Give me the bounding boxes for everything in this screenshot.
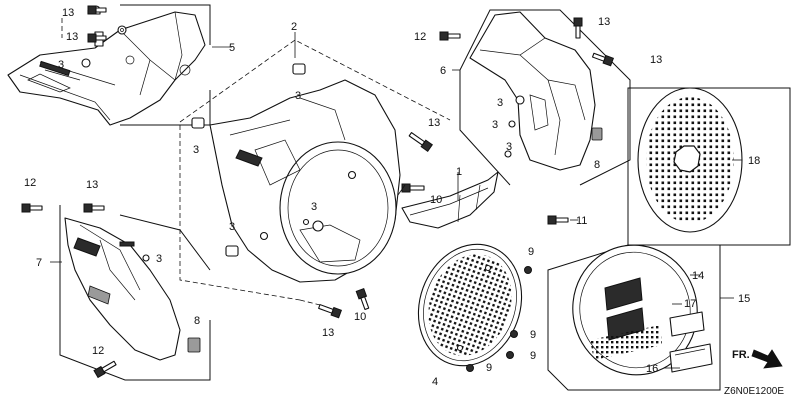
callout-9: 9 <box>528 246 534 258</box>
decal-part-16 <box>669 343 713 373</box>
callout-14: 14 <box>692 270 704 282</box>
bracket-1-group <box>401 171 499 229</box>
callout-17: 17 <box>684 298 696 310</box>
callout-12: 12 <box>24 177 36 189</box>
callout-8: 8 <box>594 159 600 171</box>
callout-3: 3 <box>311 201 317 213</box>
callout-16: 16 <box>646 363 658 375</box>
callout-3: 3 <box>58 59 64 71</box>
callout-13: 13 <box>62 7 74 19</box>
decal-part-17 <box>669 311 705 337</box>
plate-group <box>547 244 721 391</box>
callout-10: 10 <box>430 194 442 206</box>
upper-right-shroud-group <box>459 9 631 186</box>
front-direction-label: FR. <box>732 349 750 361</box>
fan-cover-group <box>179 39 451 306</box>
callout-2: 2 <box>291 21 297 33</box>
callout-labels: 13 13 3 5 2 3 3 13 12 13 13 6 3 3 3 8 18… <box>24 7 760 388</box>
callout-13: 13 <box>598 16 610 28</box>
callout-10: 10 <box>354 311 366 323</box>
leader-lines <box>50 32 742 369</box>
callout-15: 15 <box>738 293 750 305</box>
callout-7: 7 <box>36 257 42 269</box>
screen-guard-group <box>417 243 523 367</box>
callout-6: 6 <box>440 65 446 77</box>
callout-13: 13 <box>650 54 662 66</box>
callout-5: 5 <box>229 42 235 54</box>
callout-13: 13 <box>66 31 78 43</box>
callout-11: 11 <box>576 215 587 227</box>
callout-18: 18 <box>748 155 760 167</box>
callout-3: 3 <box>193 144 199 156</box>
callout-3: 3 <box>295 90 301 102</box>
side-cover-group <box>59 205 211 381</box>
callout-13: 13 <box>428 117 440 129</box>
round-screen-group <box>627 87 791 246</box>
bracket-part-1 <box>401 171 499 229</box>
shroud-part-6 <box>469 11 596 171</box>
callout-13: 13 <box>86 179 98 191</box>
front-arrow-icon <box>751 349 783 369</box>
callout-13: 13 <box>322 327 334 339</box>
callout-3: 3 <box>497 97 503 109</box>
upper-left-bracket-group <box>7 4 211 126</box>
callout-3: 3 <box>506 141 512 153</box>
callout-9: 9 <box>530 329 536 341</box>
callout-3: 3 <box>229 221 235 233</box>
front-direction-indicator: FR. <box>732 349 783 369</box>
callout-12: 12 <box>414 31 426 43</box>
diagram-code: Z6N0E1200E <box>724 386 784 397</box>
fasteners-group <box>21 5 615 379</box>
callout-9: 9 <box>530 350 536 362</box>
callout-8: 8 <box>194 315 200 327</box>
callout-1: 1 <box>456 166 462 178</box>
callout-3: 3 <box>156 253 162 265</box>
callout-9: 9 <box>486 362 492 374</box>
callout-4: 4 <box>432 376 438 388</box>
callout-12: 12 <box>92 345 104 357</box>
bracket-shroud-part-5 <box>7 11 206 126</box>
callout-3: 3 <box>492 119 498 131</box>
